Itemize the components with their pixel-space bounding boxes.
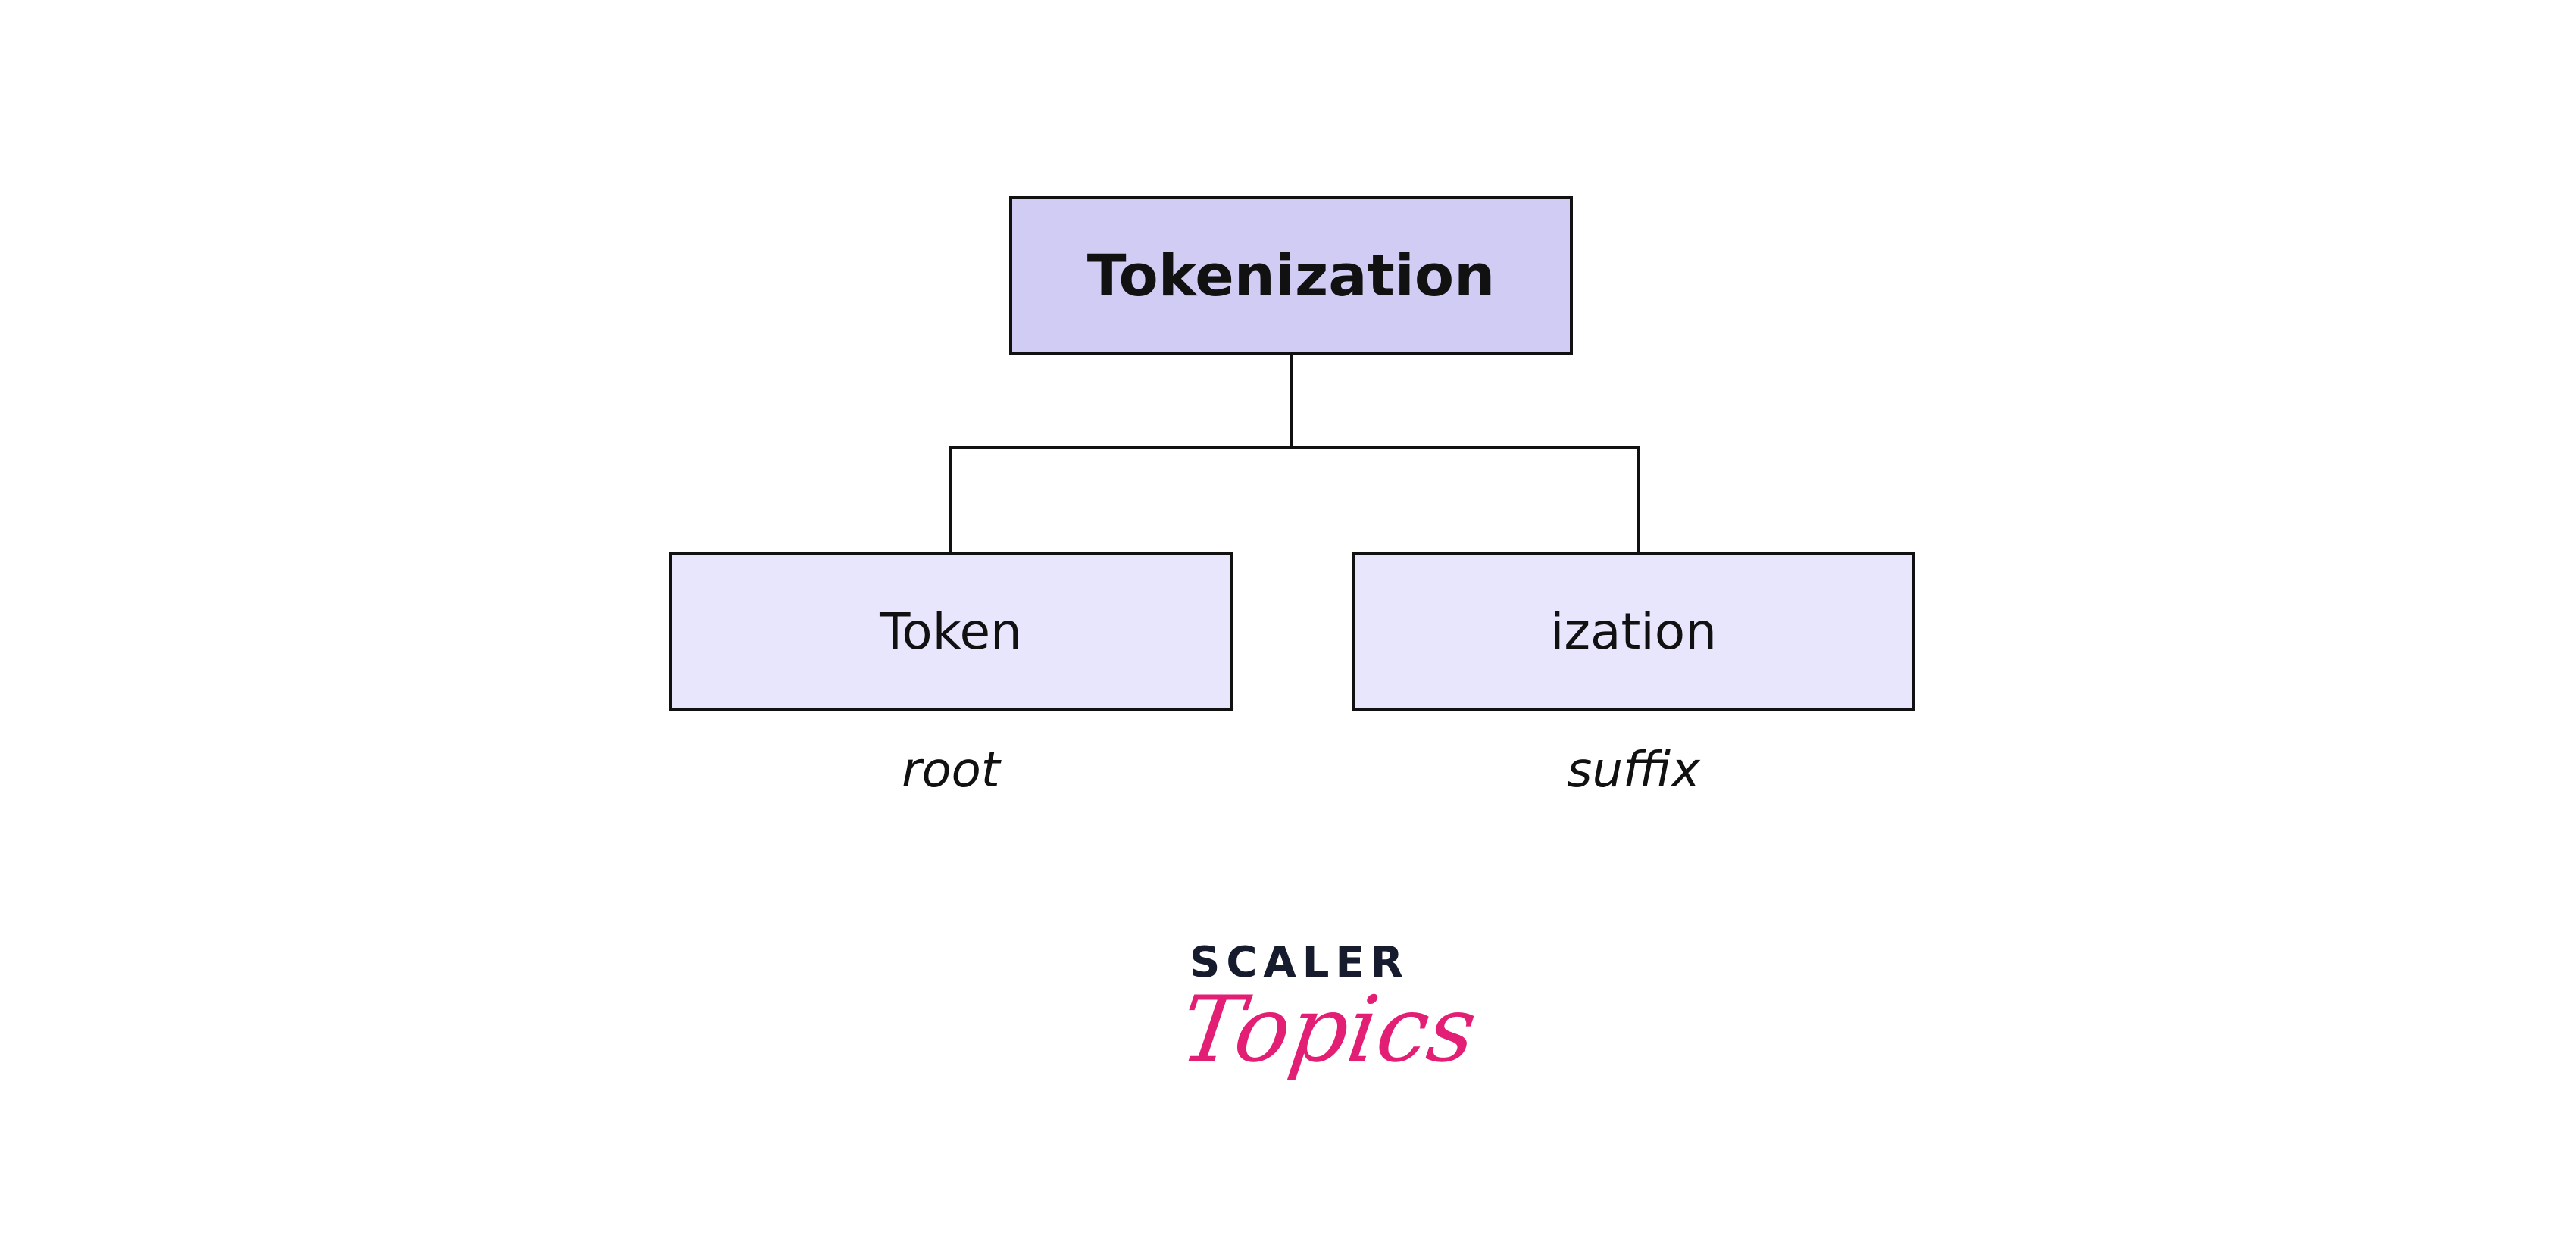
connector-horizontal	[949, 446, 1640, 449]
caption-suffix: suffix	[1567, 743, 1700, 799]
child-node-label: ization	[1550, 602, 1717, 661]
root-node: Tokenization	[1009, 196, 1573, 355]
logo-topics-text: Topics	[1174, 977, 1483, 1083]
connector-left	[949, 446, 952, 554]
logo-scaler-text: SCALER	[1190, 938, 1409, 987]
child-node-ization: ization	[1352, 552, 1915, 711]
child-node-label: Token	[880, 602, 1022, 661]
connector-right	[1637, 446, 1640, 554]
caption-root: root	[902, 743, 1000, 799]
connector-trunk	[1290, 353, 1293, 449]
child-node-token: Token	[669, 552, 1233, 711]
scaler-topics-logo: SCALER Topics	[1174, 938, 1482, 1127]
root-node-label: Tokenization	[1086, 242, 1496, 309]
